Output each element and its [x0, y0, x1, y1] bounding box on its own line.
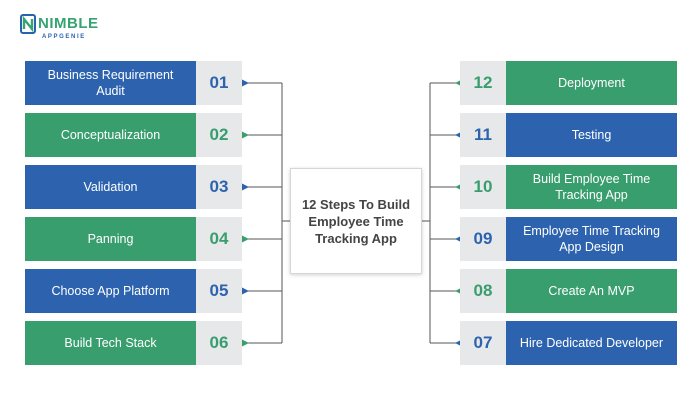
- step-label: Panning: [25, 217, 196, 261]
- arrow-01-icon: [241, 79, 249, 87]
- step-number: 05: [196, 269, 242, 313]
- arrow-04-icon: [241, 235, 249, 243]
- step-label: Testing: [506, 113, 677, 157]
- center-title-box: 12 Steps To Build Employee Time Tracking…: [290, 168, 422, 274]
- logo-mark-icon: [20, 14, 36, 34]
- step-number: 12: [460, 61, 506, 105]
- step-number: 10: [460, 165, 506, 209]
- step-label: Hire Dedicated Developer: [506, 321, 677, 365]
- step-number: 03: [196, 165, 242, 209]
- step-label: Employee Time Tracking App Design: [506, 217, 677, 261]
- step-label: Validation: [25, 165, 196, 209]
- step-number: 01: [196, 61, 242, 105]
- step-label: Build Employee Time Tracking App: [506, 165, 677, 209]
- step-label: Conceptualization: [25, 113, 196, 157]
- step-number: 04: [196, 217, 242, 261]
- step-label: Business Requirement Audit: [25, 61, 196, 105]
- step-label: Choose App Platform: [25, 269, 196, 313]
- logo-word: NIMBLE: [38, 15, 99, 32]
- step-label: Build Tech Stack: [25, 321, 196, 365]
- nimble-appgenie-logo: NIMBLE APPGENIE: [20, 10, 100, 44]
- step-number: 11: [460, 113, 506, 157]
- step-number: 09: [460, 217, 506, 261]
- step-number: 08: [460, 269, 506, 313]
- center-title: 12 Steps To Build Employee Time Tracking…: [301, 196, 411, 246]
- step-label: Create An MVP: [506, 269, 677, 313]
- arrow-05-icon: [241, 287, 249, 295]
- step-number: 07: [460, 321, 506, 365]
- logo-subtitle: APPGENIE: [42, 34, 86, 40]
- arrow-06-icon: [241, 339, 249, 347]
- step-number: 06: [196, 321, 242, 365]
- arrow-03-icon: [241, 183, 249, 191]
- arrow-02-icon: [241, 131, 249, 139]
- step-label: Deployment: [506, 61, 677, 105]
- step-number: 02: [196, 113, 242, 157]
